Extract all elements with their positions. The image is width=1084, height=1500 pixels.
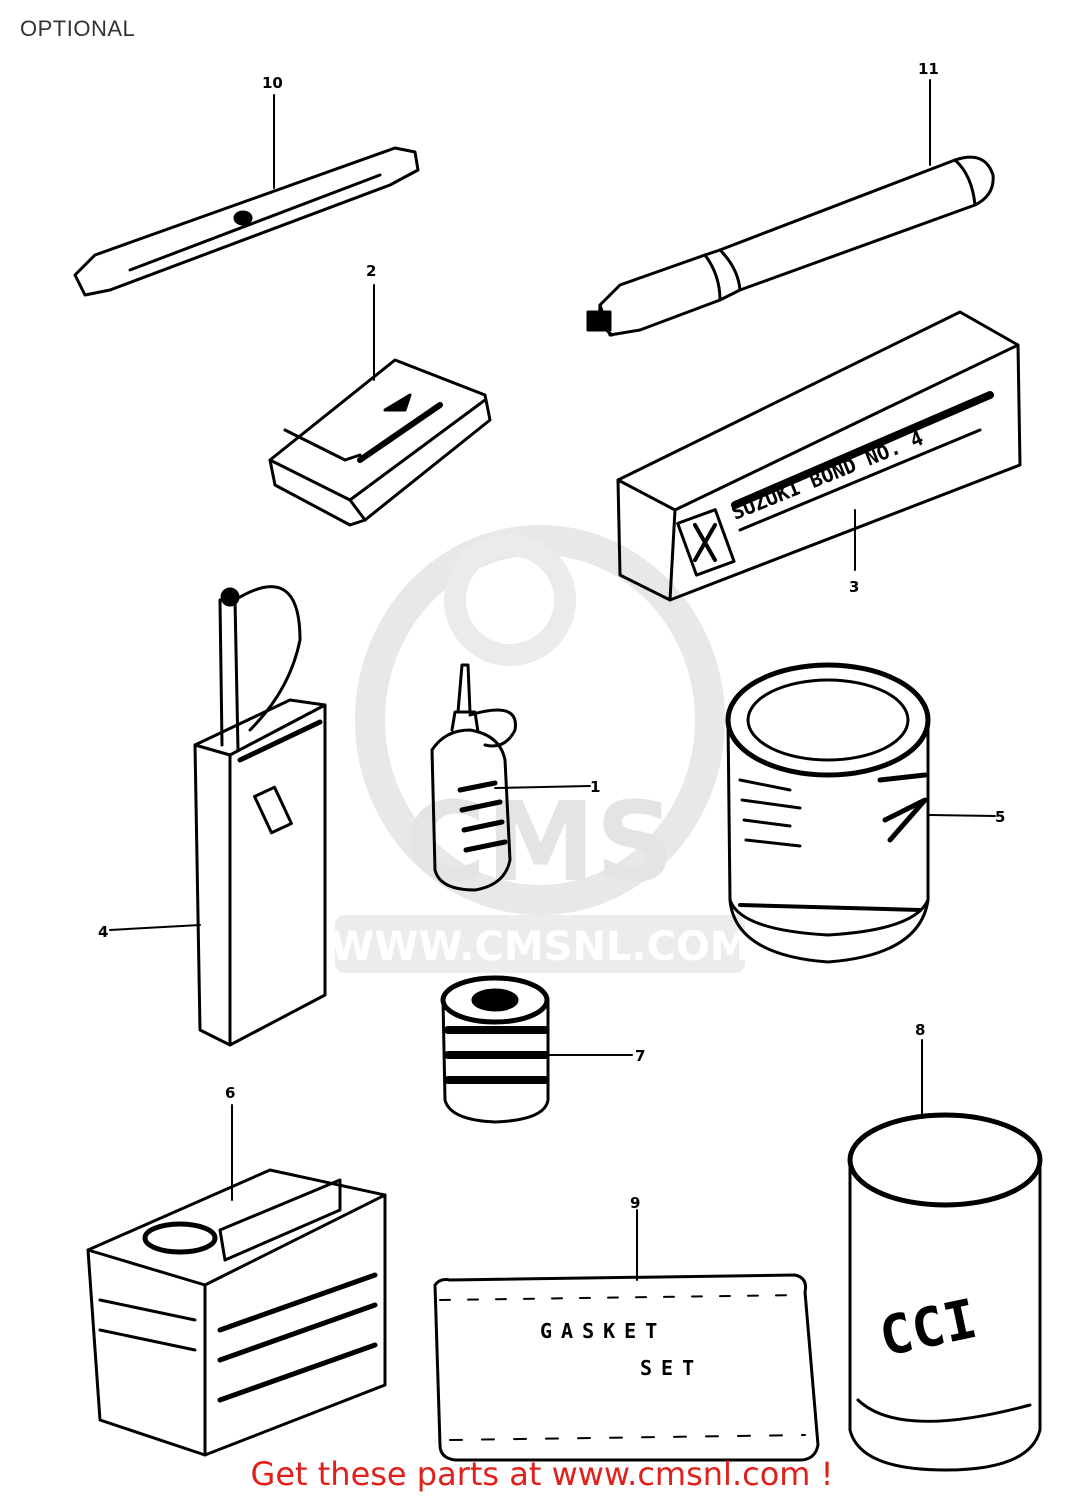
- part-4-oil-can: [109, 585, 327, 1047]
- part-3-bond-box: [616, 310, 1022, 602]
- gasket-label-1: GASKET: [540, 1319, 666, 1343]
- callout-2: 2: [366, 262, 376, 280]
- watermark: CMS WWW.CMSNL.COM: [330, 525, 750, 973]
- callout-5: 5: [995, 808, 1005, 826]
- gasket-label-2: SET: [640, 1356, 703, 1380]
- part-7-container: [440, 975, 633, 1124]
- footer-link[interactable]: Get these parts at www.cmsnl.com !: [250, 1455, 834, 1493]
- callout-1: 1: [590, 778, 600, 796]
- part-10-stick: [73, 94, 420, 297]
- callout-6: 6: [225, 1084, 235, 1102]
- part-9-gasket-set: [433, 1209, 820, 1462]
- watermark-logo: CMS: [405, 778, 674, 906]
- part-5-can: [725, 662, 996, 964]
- callout-3: 3: [849, 578, 859, 596]
- part-11-tube: [586, 79, 995, 337]
- callout-10: 10: [262, 74, 283, 92]
- callout-9: 9: [630, 1194, 640, 1212]
- can-label: CCI: [874, 1287, 983, 1369]
- part-6-can: [86, 1104, 387, 1457]
- callout-11: 11: [918, 60, 939, 78]
- page-title: OPTIONAL: [20, 16, 136, 41]
- bond-box-label: SUZUKI BOND NO. 4: [728, 426, 927, 525]
- watermark-url: WWW.CMSNL.COM: [330, 924, 750, 970]
- part-2-box: [268, 284, 492, 527]
- callout-8: 8: [915, 1021, 925, 1039]
- callout-4: 4: [98, 923, 108, 941]
- part-8-tall-can: [847, 1039, 1043, 1472]
- part-1-bottle: [430, 663, 591, 892]
- callout-7: 7: [635, 1047, 645, 1065]
